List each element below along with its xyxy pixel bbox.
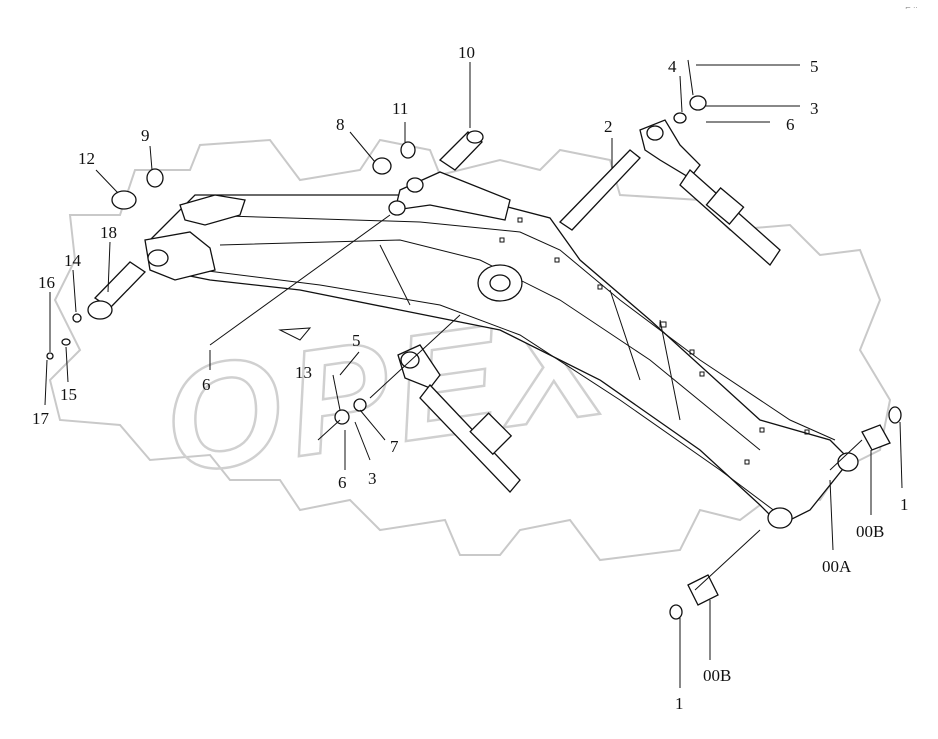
boom-center-bore: [489, 274, 511, 292]
foot-pin-head: [87, 300, 113, 320]
callout-11: 11: [392, 99, 408, 118]
boom-bolt-holes: [499, 217, 810, 465]
callout-3-center: 3: [368, 469, 377, 488]
callout-1-bottom: 1: [675, 694, 684, 713]
bucket-cylinder-center: [397, 344, 521, 493]
boom-main-outline: [149, 194, 851, 526]
boom-stiffener-3: [659, 319, 681, 421]
callout-1-right: 1: [900, 495, 909, 514]
pin-axis-line-right: [829, 439, 863, 471]
bracket-bore-upper: [406, 177, 424, 193]
callout-2: 2: [604, 117, 613, 136]
cylinder-collar-2: [705, 187, 745, 225]
washer-8: [372, 157, 392, 175]
callout-5-top: 5: [810, 57, 819, 76]
callout-6-center: 6: [338, 473, 347, 492]
callout-9: 9: [141, 126, 150, 145]
pin-10-head: [466, 130, 484, 144]
callout-14: 14: [64, 251, 82, 270]
callout-17: 17: [32, 409, 50, 428]
callout-5-center: 5: [352, 331, 361, 350]
boom-foot-bore: [147, 249, 169, 267]
boom-cylinder-right: [558, 119, 781, 266]
bushing-00B-bottom: [687, 574, 719, 606]
callout-3-top: 3: [810, 99, 819, 118]
washer-14: [72, 313, 82, 323]
boom-top-edge: [194, 214, 836, 441]
callout-00B-bottom: 00B: [703, 666, 731, 685]
washer-15: [61, 338, 71, 346]
bolt-5-center: [332, 374, 341, 411]
snap-ring-1-right: [888, 406, 902, 424]
callout-6-top: 6: [786, 115, 795, 134]
washer-9: [146, 168, 164, 188]
callout-7: 7: [390, 437, 399, 456]
bushing-00B-right: [861, 424, 891, 451]
bolt-5-top: [687, 59, 694, 96]
washer-4: [673, 112, 687, 124]
washer-7: [353, 398, 367, 412]
pin-axis-line: [694, 529, 761, 591]
callout-13: 13: [295, 363, 312, 382]
boom-top-bracket: [179, 194, 246, 226]
callout-8: 8: [336, 115, 345, 134]
callout-00B-right: 00B: [856, 522, 884, 541]
boom-bottom-edge: [199, 269, 781, 516]
snap-ring-1-bottom: [669, 604, 683, 620]
callout-12: 12: [78, 149, 95, 168]
callout-15: 15: [60, 385, 77, 404]
leader-lines: [44, 62, 903, 688]
cylinder-collar-center: [469, 412, 513, 456]
boom-body: [144, 171, 859, 529]
cylinder-eye-bore-center: [400, 351, 420, 369]
callout-4: 4: [668, 57, 677, 76]
washer-11: [400, 141, 416, 159]
cylinder-eye-bore-2: [646, 125, 664, 141]
callout-00A: 00A: [822, 557, 852, 576]
boom-stiffener-1: [379, 244, 411, 306]
washer-12: [111, 190, 137, 210]
callout-16: 16: [38, 273, 55, 292]
boom-tip-bore: [767, 507, 793, 529]
callout-labels: 10 4 5 3 6 2 11 8 9 12 18 14 16 15 17 6 …: [32, 43, 909, 713]
callout-6-left: 6: [202, 375, 211, 394]
bracket-bore-left: [388, 200, 406, 216]
cylinder-rod-2: [558, 149, 641, 231]
boom-foot-bracket: [144, 231, 216, 281]
boom-tip-bore-far: [837, 452, 859, 472]
callout-18: 18: [100, 223, 117, 242]
nut-3-center: [334, 409, 350, 425]
boom-stiffener-2: [609, 289, 641, 381]
bolt-17: [46, 352, 54, 360]
foot-pin-assembly: [46, 261, 147, 360]
corner-mark: ⌐ ··: [905, 4, 918, 12]
callout-10: 10: [458, 43, 475, 62]
nut-3-top: [689, 95, 707, 111]
